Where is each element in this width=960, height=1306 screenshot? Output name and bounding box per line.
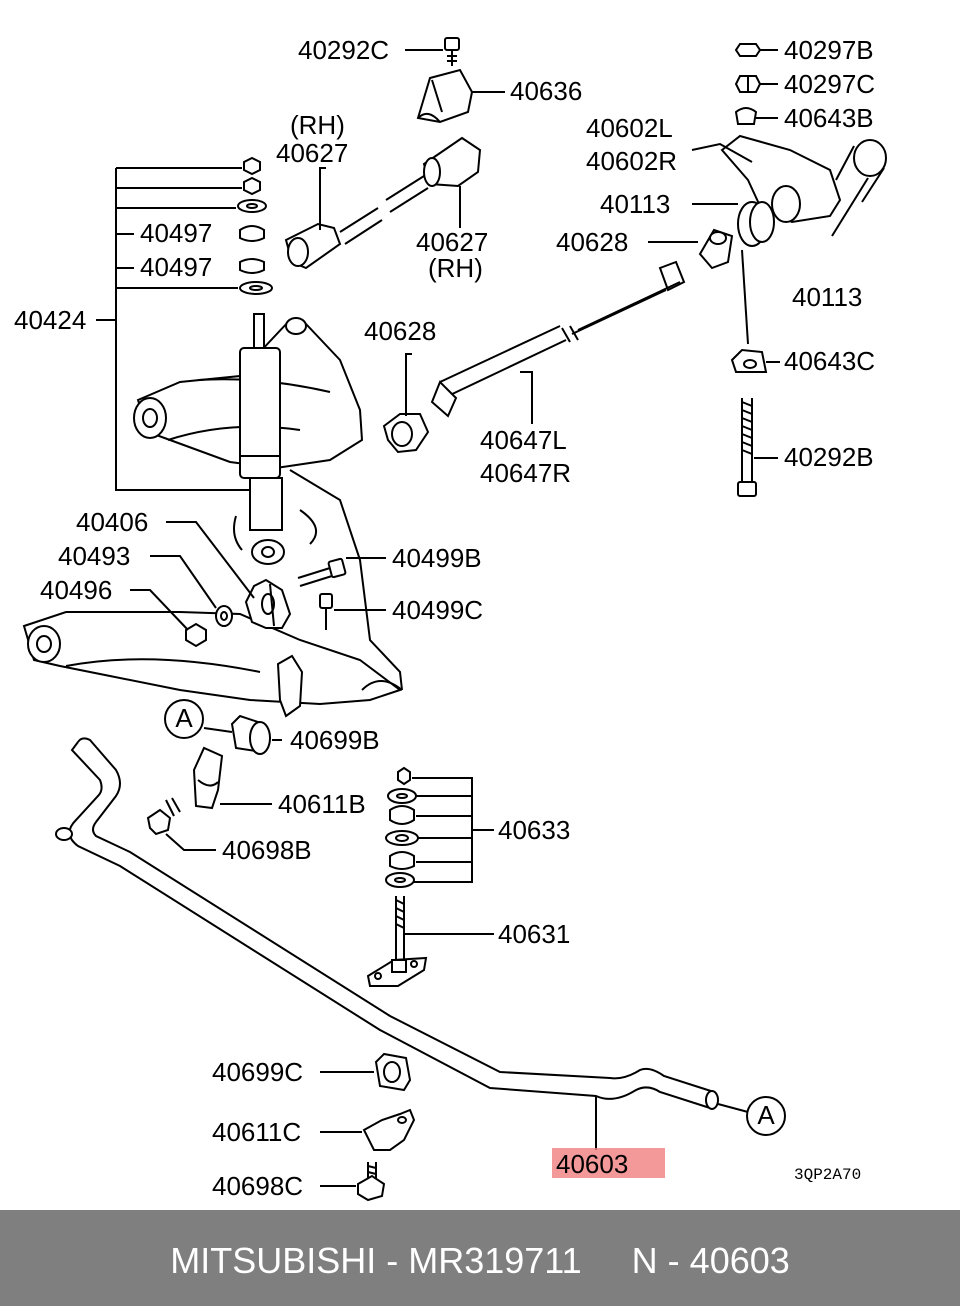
label-40493: 40493	[58, 541, 130, 571]
label-40603: 40603	[556, 1149, 628, 1179]
label-40297c: 40297C	[784, 69, 875, 99]
label-40497-b: 40497	[140, 252, 212, 282]
diagram-code: 3QP2A70	[794, 1166, 861, 1184]
bracket-40611c-part	[362, 1108, 416, 1151]
label-40113-a: 40113	[600, 189, 670, 219]
label-40424: 40424	[14, 305, 86, 335]
footer-part-number: MITSUBISHI - MR319711 N - 40603	[170, 1240, 790, 1281]
idler-arm-40602-part	[720, 134, 887, 224]
link-hardware-40633	[385, 766, 419, 888]
bolt-40292c-part	[444, 37, 460, 66]
ref-circle-a-1: A	[164, 699, 204, 739]
upper-arm-assembly	[133, 313, 403, 691]
label-40628-a: 40628	[556, 227, 628, 257]
bolt-40698b-part	[146, 797, 181, 836]
label-40643b: 40643B	[784, 103, 874, 133]
label-40499c: 40499C	[392, 595, 483, 625]
stabilizer-bar-40603-part	[55, 737, 719, 1110]
label-40643c: 40643C	[784, 346, 875, 376]
label-40113-b: 40113	[792, 282, 862, 312]
seal-40628-upper-part	[698, 228, 734, 270]
washer-40643b-part	[734, 107, 778, 125]
label-40499b: 40499B	[392, 543, 482, 573]
label-40633: 40633	[498, 815, 570, 845]
bolt-40698c-part	[357, 1162, 386, 1202]
label-40292b: 40292B	[784, 442, 874, 472]
washer-40643c-part	[730, 348, 768, 373]
link-40631-part	[366, 896, 428, 987]
label-40611c: 40611C	[212, 1117, 301, 1147]
shock-hardware-stack	[116, 156, 273, 295]
bracket-40611b-part	[192, 746, 224, 810]
label-40406: 40406	[76, 507, 148, 537]
lower-arm-assembly	[22, 611, 403, 718]
relay-rod-40647-part	[382, 260, 686, 454]
label-40611b: 40611B	[278, 789, 366, 819]
tie-rod-40627-part	[284, 136, 482, 270]
parts-diagram: A	[14, 35, 887, 1202]
label-40627-top: 40627	[276, 138, 348, 168]
label-40631: 40631	[498, 919, 570, 949]
label-40496: 40496	[40, 575, 112, 605]
ref-a-label-2: A	[757, 1100, 775, 1130]
label-rh-bot: (RH)	[428, 253, 483, 283]
highlight-40603	[552, 1148, 665, 1178]
label-40602r: 40602R	[586, 146, 677, 176]
label-40647r: 40647R	[480, 458, 571, 488]
label-40698b: 40698B	[222, 835, 312, 865]
nut-40297b-part	[734, 43, 778, 57]
label-40602l: 40602L	[586, 113, 673, 143]
nut-40297c-part	[734, 75, 778, 93]
ref-a-label-1: A	[175, 703, 193, 733]
cam-bolt-group	[185, 557, 347, 648]
label-40628-b: 40628	[364, 316, 436, 346]
boot-40636-part	[416, 68, 474, 124]
label-40698c: 40698C	[212, 1171, 303, 1201]
label-40636: 40636	[510, 76, 582, 106]
label-40647l: 40647L	[480, 425, 567, 455]
label-40497-a: 40497	[140, 218, 212, 248]
label-40292c: 40292C	[298, 35, 389, 65]
label-rh-top: (RH)	[290, 110, 345, 140]
footer-bar: MITSUBISHI - MR319711 N - 40603	[0, 1210, 960, 1306]
bushing-40113-part	[737, 201, 775, 247]
label-40699b: 40699B	[290, 725, 380, 755]
bolt-40292b-part	[737, 398, 757, 497]
label-40699c: 40699C	[212, 1057, 303, 1087]
label-40297b: 40297B	[784, 35, 874, 65]
bushing-40699c-part	[374, 1052, 412, 1092]
callout-labels: 40292C 40636 40297B 40297C 40643B (RH) 4…	[14, 35, 875, 1201]
ref-circle-a-2: A	[746, 1096, 786, 1136]
label-40627-bot: 40627	[416, 227, 488, 257]
bushing-40699b-part	[230, 714, 271, 755]
